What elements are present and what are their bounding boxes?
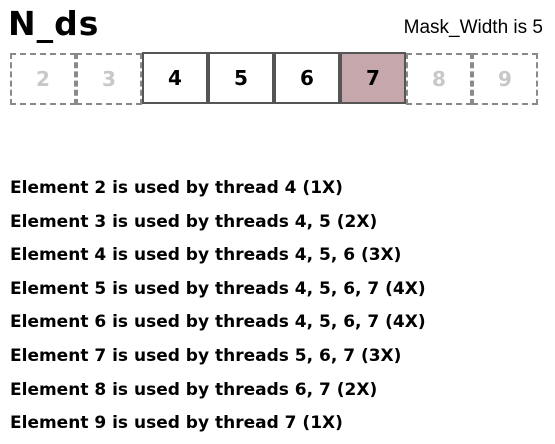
array-cell-2: 2 [10,53,76,105]
usage-line-element-5: Element 5 is used by threads 4, 5, 6, 7 … [10,278,426,299]
array-cell-4: 4 [142,52,208,104]
array-cell-8: 8 [406,53,472,105]
usage-line-element-3: Element 3 is used by threads 4, 5 (2X) [10,211,378,232]
array-cell-6: 6 [274,52,340,104]
usage-line-element-4: Element 4 is used by threads 4, 5, 6 (3X… [10,245,402,266]
usage-list: Element 2 is used by thread 4 (1X) Eleme… [10,172,550,441]
usage-line-element-9: Element 9 is used by thread 7 (1X) [10,413,343,434]
usage-line-element-7: Element 7 is used by threads 5, 6, 7 (3X… [10,345,402,366]
usage-line-element-8: Element 8 is used by threads 6, 7 (2X) [10,379,378,400]
mask-width-note: Mask_Width is 5 [403,17,543,38]
array-title: N_ds [8,4,100,43]
usage-line-element-2: Element 2 is used by thread 4 (1X) [10,178,343,198]
array-cell-7-highlighted: 7 [340,52,406,104]
array-cell-9: 9 [472,53,538,105]
array-cell-3: 3 [76,53,142,105]
array-cell-5: 5 [208,52,274,104]
array-strip: 2 3 4 5 6 7 8 9 [10,52,542,108]
usage-line-element-6: Element 6 is used by threads 4, 5, 6, 7 … [10,312,426,333]
